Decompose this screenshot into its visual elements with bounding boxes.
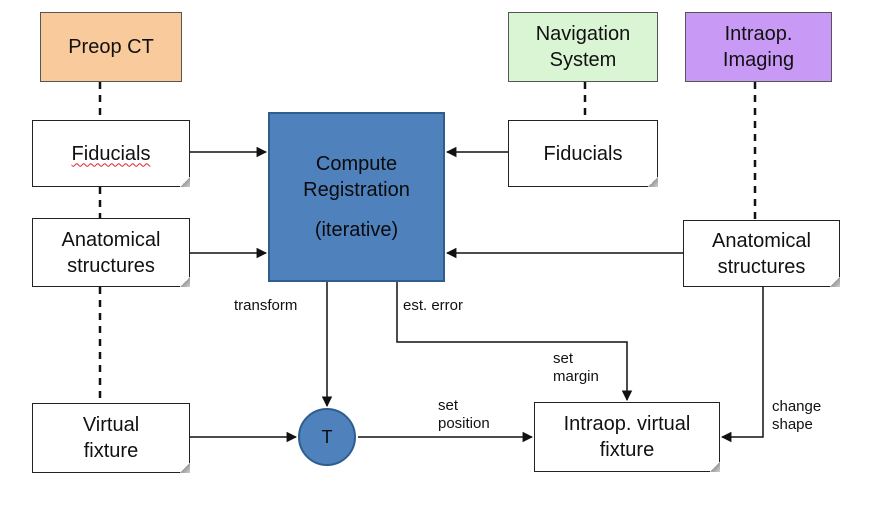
edge-label-set-position: set position: [438, 397, 490, 432]
compute-line2: Registration: [303, 179, 410, 201]
intraop-virtual-fixture-label: Intraop. virtual fixture: [563, 413, 691, 461]
intraop-virtual-fixture-box: Intraop. virtual fixture: [534, 402, 720, 472]
arrow-change-shape: [720, 287, 764, 443]
edge-label-est-error: est. error: [403, 297, 464, 314]
arrow-est-error-to-fixture: [396, 282, 633, 402]
left-anatomical-box: Anatomical structures: [32, 218, 190, 287]
transform-node-label: T: [321, 426, 333, 447]
left-fiducials-box: Fiducials: [32, 120, 190, 187]
preop-ct-box: Preop CT: [40, 12, 182, 82]
intraop-imaging-box: Intraop. Imaging: [685, 12, 832, 82]
intraop-imaging-label: Intraop. Imaging: [722, 23, 795, 71]
virtual-fixture-label: Virtual fixture: [82, 414, 140, 462]
edge-label-set-margin: set margin: [553, 350, 599, 385]
edge-label-transform: transform: [234, 297, 298, 314]
left-fiducials-label: Fiducials: [71, 142, 151, 165]
navigation-system-label: Navigation System: [535, 23, 631, 71]
right-anatomical-box: Anatomical structures: [683, 220, 840, 287]
right-anatomical-label: Anatomical structures: [712, 229, 811, 278]
virtual-fixture-box: Virtual fixture: [32, 403, 190, 473]
left-anatomical-label: Anatomical structures: [61, 228, 161, 277]
edge-label-change-shape: change shape: [772, 398, 822, 433]
compute-registration-box: Compute Registration (iterative): [268, 112, 445, 282]
right-fiducials-box: Fiducials: [508, 120, 658, 187]
right-fiducials-label: Fiducials: [543, 142, 623, 165]
compute-line3: (iterative): [314, 219, 399, 241]
navigation-system-box: Navigation System: [508, 12, 658, 82]
compute-line1: Compute: [315, 153, 398, 175]
preop-ct-label: Preop CT: [68, 36, 154, 58]
transform-node: T: [298, 408, 356, 466]
